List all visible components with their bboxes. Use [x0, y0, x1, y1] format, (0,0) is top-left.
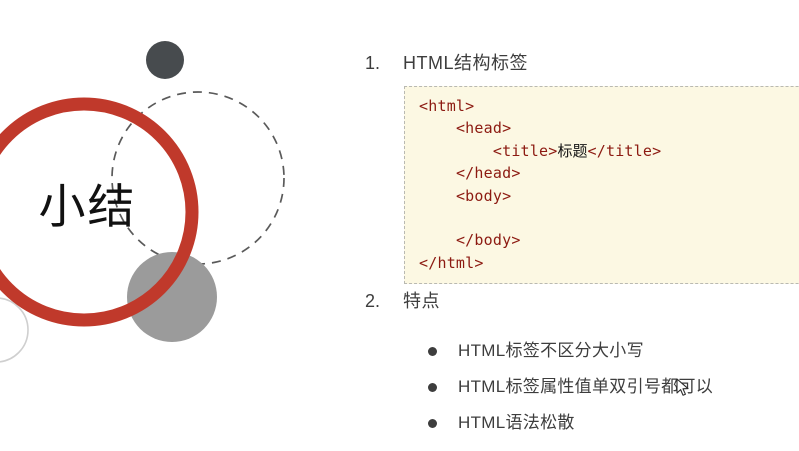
bullet-dot-icon — [428, 382, 458, 392]
list-heading-2: 特点 — [403, 291, 440, 311]
code-content: <html> <head> <title>标题</title> </head> … — [419, 95, 799, 274]
code-line-3-open: <title> — [492, 141, 558, 160]
light-arc-circle — [0, 297, 29, 363]
code-line-7: </body> — [455, 231, 521, 250]
code-line-5: <body> — [455, 186, 512, 205]
bullet-dot-icon — [428, 346, 458, 356]
decoration-svg — [0, 41, 285, 363]
list-heading-1: HTML结构标签 — [403, 53, 528, 73]
code-line-4: </head> — [455, 164, 521, 183]
code-line-3-close: </title> — [587, 141, 662, 160]
code-line-8: </html> — [419, 253, 484, 272]
numbered-item-2: 2. 特点 — [365, 288, 440, 314]
code-line-1: <html> — [419, 97, 475, 115]
list-item: HTML标签不区分大小写 — [428, 333, 799, 369]
dark-filled-circle — [146, 41, 184, 79]
decoration-title: 小结 — [38, 180, 137, 235]
bullet-label-1: HTML标签不区分大小写 — [458, 341, 644, 360]
list-marker-2: 2. — [365, 291, 381, 311]
red-ring-circle — [0, 97, 199, 327]
code-line-2: <head> — [455, 119, 512, 138]
list-item: HTML语法松散 — [428, 405, 799, 441]
html-code-block: <html> <head> <title>标题</title> </head> … — [404, 86, 799, 285]
numbered-item-1: 1. HTML结构标签 — [365, 50, 799, 76]
bullet-label-2: HTML标签属性值单双引号都可以 — [458, 377, 714, 396]
code-line-3-text: 标题 — [557, 141, 588, 160]
list-item: HTML标签属性值单双引号都可以 — [428, 369, 799, 405]
gray-filled-circle — [127, 252, 217, 342]
feature-bullet-list: HTML标签不区分大小写 HTML标签属性值单双引号都可以 HTML语法松散 — [428, 333, 799, 441]
content-column: 1. HTML结构标签 <html> <head> <title>标题</tit… — [365, 50, 799, 445]
bullet-label-3: HTML语法松散 — [458, 413, 575, 432]
decorative-graphics: 小结 — [0, 0, 340, 451]
list-marker-1: 1. — [365, 53, 381, 73]
bullet-dot-icon — [428, 418, 458, 428]
